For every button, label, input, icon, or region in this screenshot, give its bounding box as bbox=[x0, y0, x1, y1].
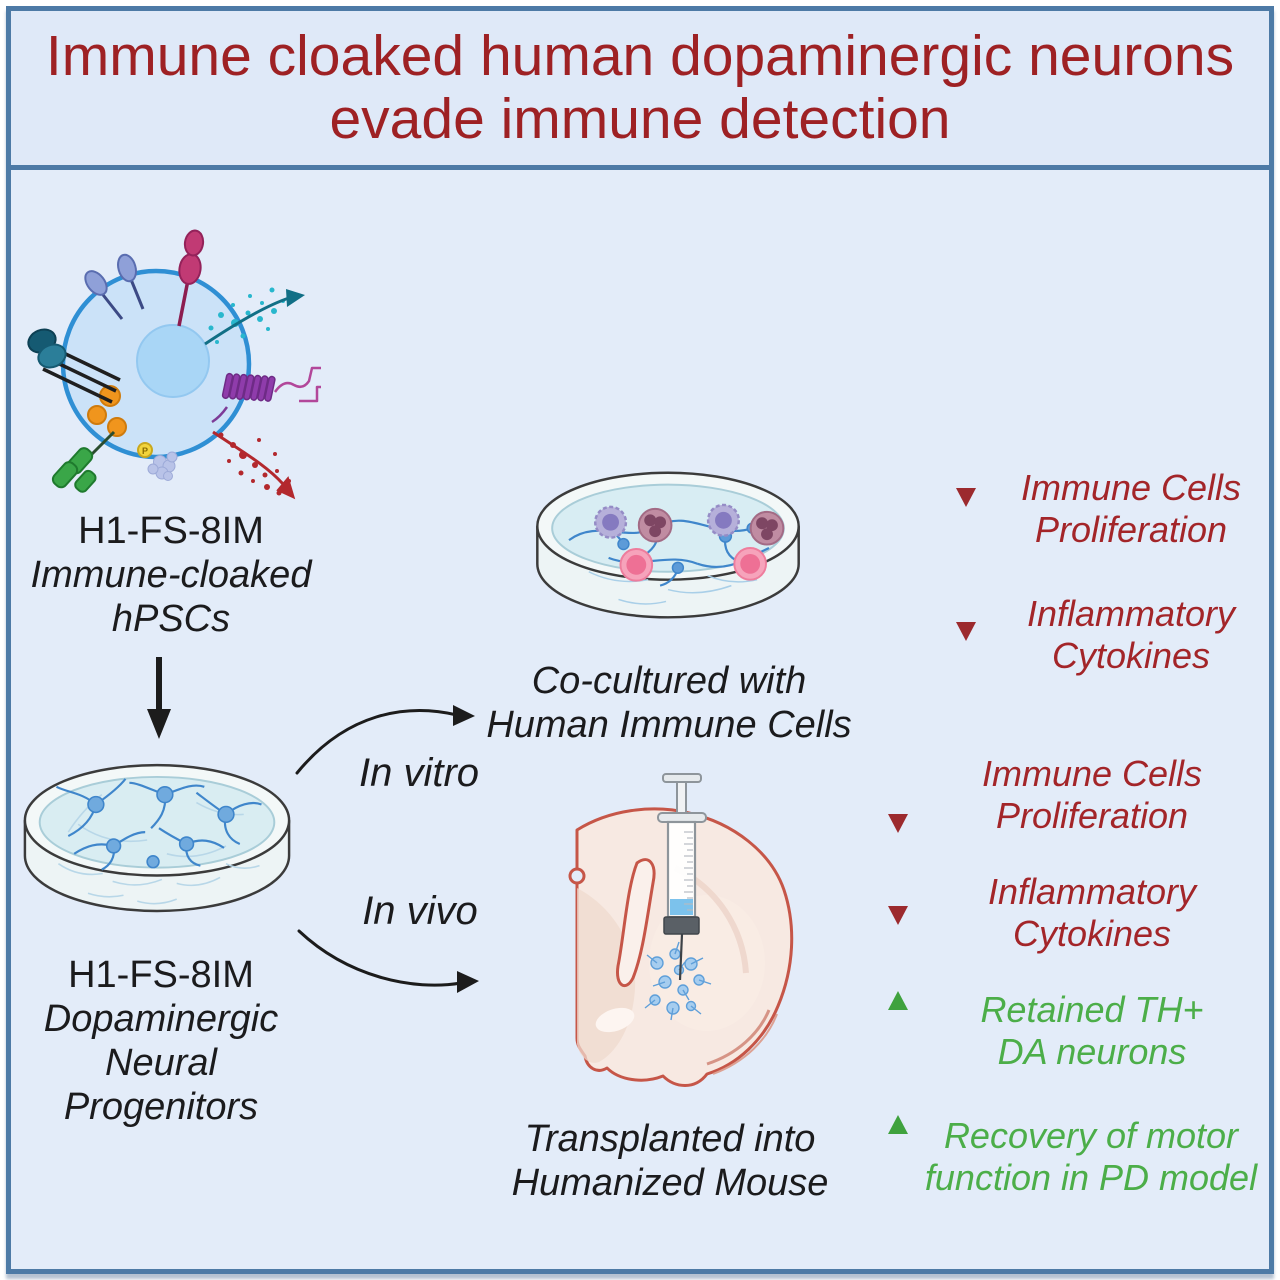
result-line: Immune Cells bbox=[1020, 467, 1242, 508]
in-vivo-branch-arrow bbox=[293, 925, 488, 1001]
result-item-invitro-1: Immune Cells Proliferation bbox=[1001, 467, 1261, 551]
phosphate-icon: P bbox=[137, 442, 153, 458]
brain-transplant-illustration bbox=[557, 768, 807, 1103]
result-line: Proliferation bbox=[995, 795, 1189, 836]
in-vivo-label: In vivo bbox=[362, 889, 478, 933]
receptor-icon-magenta bbox=[177, 229, 205, 327]
immune-cell-icons bbox=[593, 503, 785, 582]
result-line: Retained TH+ bbox=[980, 989, 1204, 1030]
coculture-label-line1: Co-cultured with bbox=[531, 660, 807, 702]
transplant-label-line1: Transplanted into bbox=[524, 1118, 816, 1160]
coculture-label: Co-cultured with Human Immune Cells bbox=[469, 659, 869, 747]
progenitor-label-line4: Progenitors bbox=[63, 1086, 259, 1128]
figure-title-line2: evade immune detection bbox=[329, 87, 951, 151]
progenitor-label-line3: Neural bbox=[105, 1042, 217, 1084]
progenitor-label-line1: H1-FS-8IM bbox=[68, 954, 254, 996]
progenitor-dish-illustration bbox=[19, 743, 295, 939]
result-item-invivo-2: Inflammatory Cytokines bbox=[959, 871, 1225, 955]
teal-secretion-arrow-icon bbox=[204, 289, 305, 346]
up-trend-arrow-icon bbox=[888, 1115, 908, 1169]
down-arrow-icon bbox=[147, 657, 171, 739]
progenitor-label: H1-FS-8IM Dopaminergic Neural Progenitor… bbox=[11, 953, 311, 1129]
coculture-dish-illustration bbox=[529, 449, 807, 647]
result-arrow-6 bbox=[885, 1113, 911, 1171]
in-vitro-label: In vitro bbox=[358, 751, 480, 795]
result-line: Immune Cells bbox=[981, 753, 1203, 794]
result-line: Cytokines bbox=[1012, 913, 1172, 954]
figure-frame: Immune cloaked human dopaminergic neuron… bbox=[6, 6, 1274, 1274]
result-item-invitro-2: Inflammatory Cytokines bbox=[1001, 593, 1261, 677]
hpsc-label-line2: Immune-cloaked bbox=[30, 554, 312, 596]
result-line: Inflammatory bbox=[987, 871, 1197, 912]
hpsc-label-line1: H1-FS-8IM bbox=[78, 510, 264, 552]
syringe-icon bbox=[657, 773, 707, 981]
faint-neurites bbox=[588, 571, 758, 605]
green-receptor-icon bbox=[51, 430, 116, 493]
result-line: DA neurons bbox=[997, 1031, 1187, 1072]
down-trend-arrow-icon bbox=[956, 587, 976, 641]
differentiation-arrow bbox=[146, 653, 172, 741]
down-trend-arrow-icon bbox=[956, 453, 976, 507]
progenitor-label-line2: Dopaminergic bbox=[43, 998, 279, 1040]
result-line: Inflammatory bbox=[1026, 593, 1236, 634]
coculture-dish-icon bbox=[536, 471, 800, 619]
hpsc-label-line3: hPSCs bbox=[111, 598, 231, 640]
result-arrow-4 bbox=[885, 869, 911, 927]
result-arrow-3 bbox=[885, 777, 911, 835]
teal-secretion-dots bbox=[208, 287, 285, 344]
curved-arrow-icon bbox=[295, 705, 475, 775]
transplant-label: Transplanted into Humanized Mouse bbox=[465, 1117, 875, 1205]
cell-icon: P bbox=[27, 229, 321, 500]
result-arrow-5 bbox=[885, 989, 911, 1047]
result-line: Proliferation bbox=[1034, 509, 1228, 550]
result-item-invivo-3: Retained TH+ DA neurons bbox=[949, 989, 1235, 1073]
result-line: Recovery of motor bbox=[943, 1115, 1239, 1156]
brain-syringe-icon bbox=[568, 773, 794, 1087]
glycan-cluster-icon bbox=[147, 451, 178, 481]
transplant-label-line2: Humanized Mouse bbox=[511, 1162, 829, 1204]
red-secretion-arrow-icon bbox=[212, 430, 296, 500]
gpcr-icon bbox=[211, 366, 321, 424]
svg-text:P: P bbox=[142, 446, 148, 456]
in-vitro-branch-arrow bbox=[291, 695, 481, 779]
petri-dish-neurons-icon bbox=[23, 763, 291, 913]
down-trend-arrow-icon bbox=[888, 779, 908, 833]
immune-cloaked-cell-illustration: P bbox=[21, 226, 321, 526]
result-line: Cytokines bbox=[1051, 635, 1211, 676]
hpsc-label: H1-FS-8IM Immune-cloaked hPSCs bbox=[11, 509, 331, 641]
faint-neurites bbox=[57, 794, 260, 905]
figure-title-line1: Immune cloaked human dopaminergic neuron… bbox=[45, 24, 1235, 88]
up-trend-arrow-icon bbox=[888, 991, 908, 1045]
title-bar: Immune cloaked human dopaminergic neuron… bbox=[11, 11, 1269, 170]
result-arrow-1 bbox=[953, 451, 979, 509]
result-item-invivo-1: Immune Cells Proliferation bbox=[959, 753, 1225, 837]
receptor-icon-teal bbox=[27, 328, 121, 404]
curved-arrow-icon bbox=[297, 929, 479, 993]
down-trend-arrow-icon bbox=[888, 871, 908, 925]
result-item-invivo-4: Recovery of motor function in PD model bbox=[913, 1115, 1269, 1199]
result-arrow-2 bbox=[953, 585, 979, 643]
neuron-bodies bbox=[87, 785, 235, 869]
receptor-icons-topleft bbox=[84, 253, 145, 320]
result-line: function in PD model bbox=[924, 1157, 1258, 1198]
coculture-label-line2: Human Immune Cells bbox=[486, 704, 852, 746]
grafted-neurons bbox=[644, 941, 712, 1021]
